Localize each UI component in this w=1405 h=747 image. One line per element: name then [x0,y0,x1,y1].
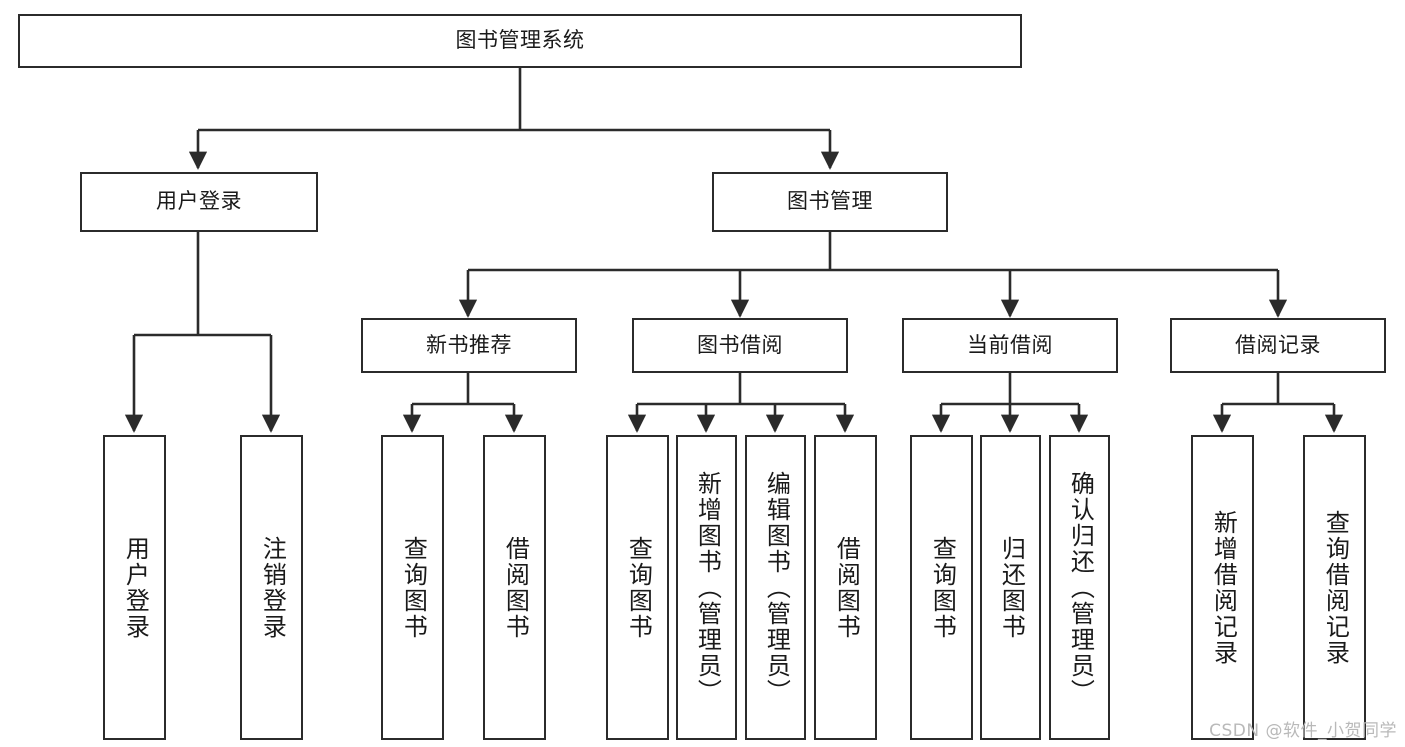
leaf-borrow-record-1[interactable]: 查询借阅记录 [1303,435,1366,740]
node-user-login[interactable]: 用户登录 [80,172,318,232]
leaf-book-borrow-2[interactable]: 编辑图书（管理员） [745,435,806,740]
leaf-book-borrow-3[interactable]: 借阅图书 [814,435,877,740]
node-book-borrow[interactable]: 图书借阅 [632,318,848,373]
leaf-current-borrow-2[interactable]: 确认归还（管理员） [1049,435,1110,740]
node-root[interactable]: 图书管理系统 [18,14,1022,68]
node-book-manage[interactable]: 图书管理 [712,172,948,232]
leaf-current-borrow-0[interactable]: 查询图书 [910,435,973,740]
leaf-user-login-0[interactable]: 用户登录 [103,435,166,740]
node-new-book-recommend[interactable]: 新书推荐 [361,318,577,373]
leaf-user-login-1[interactable]: 注销登录 [240,435,303,740]
leaf-book-borrow-0[interactable]: 查询图书 [606,435,669,740]
leaf-new-book-rec-0[interactable]: 查询图书 [381,435,444,740]
leaf-new-book-rec-1[interactable]: 借阅图书 [483,435,546,740]
leaf-book-borrow-1[interactable]: 新增图书（管理员） [676,435,737,740]
leaf-current-borrow-1[interactable]: 归还图书 [980,435,1041,740]
node-current-borrow[interactable]: 当前借阅 [902,318,1118,373]
node-borrow-record[interactable]: 借阅记录 [1170,318,1386,373]
leaf-borrow-record-0[interactable]: 新增借阅记录 [1191,435,1254,740]
